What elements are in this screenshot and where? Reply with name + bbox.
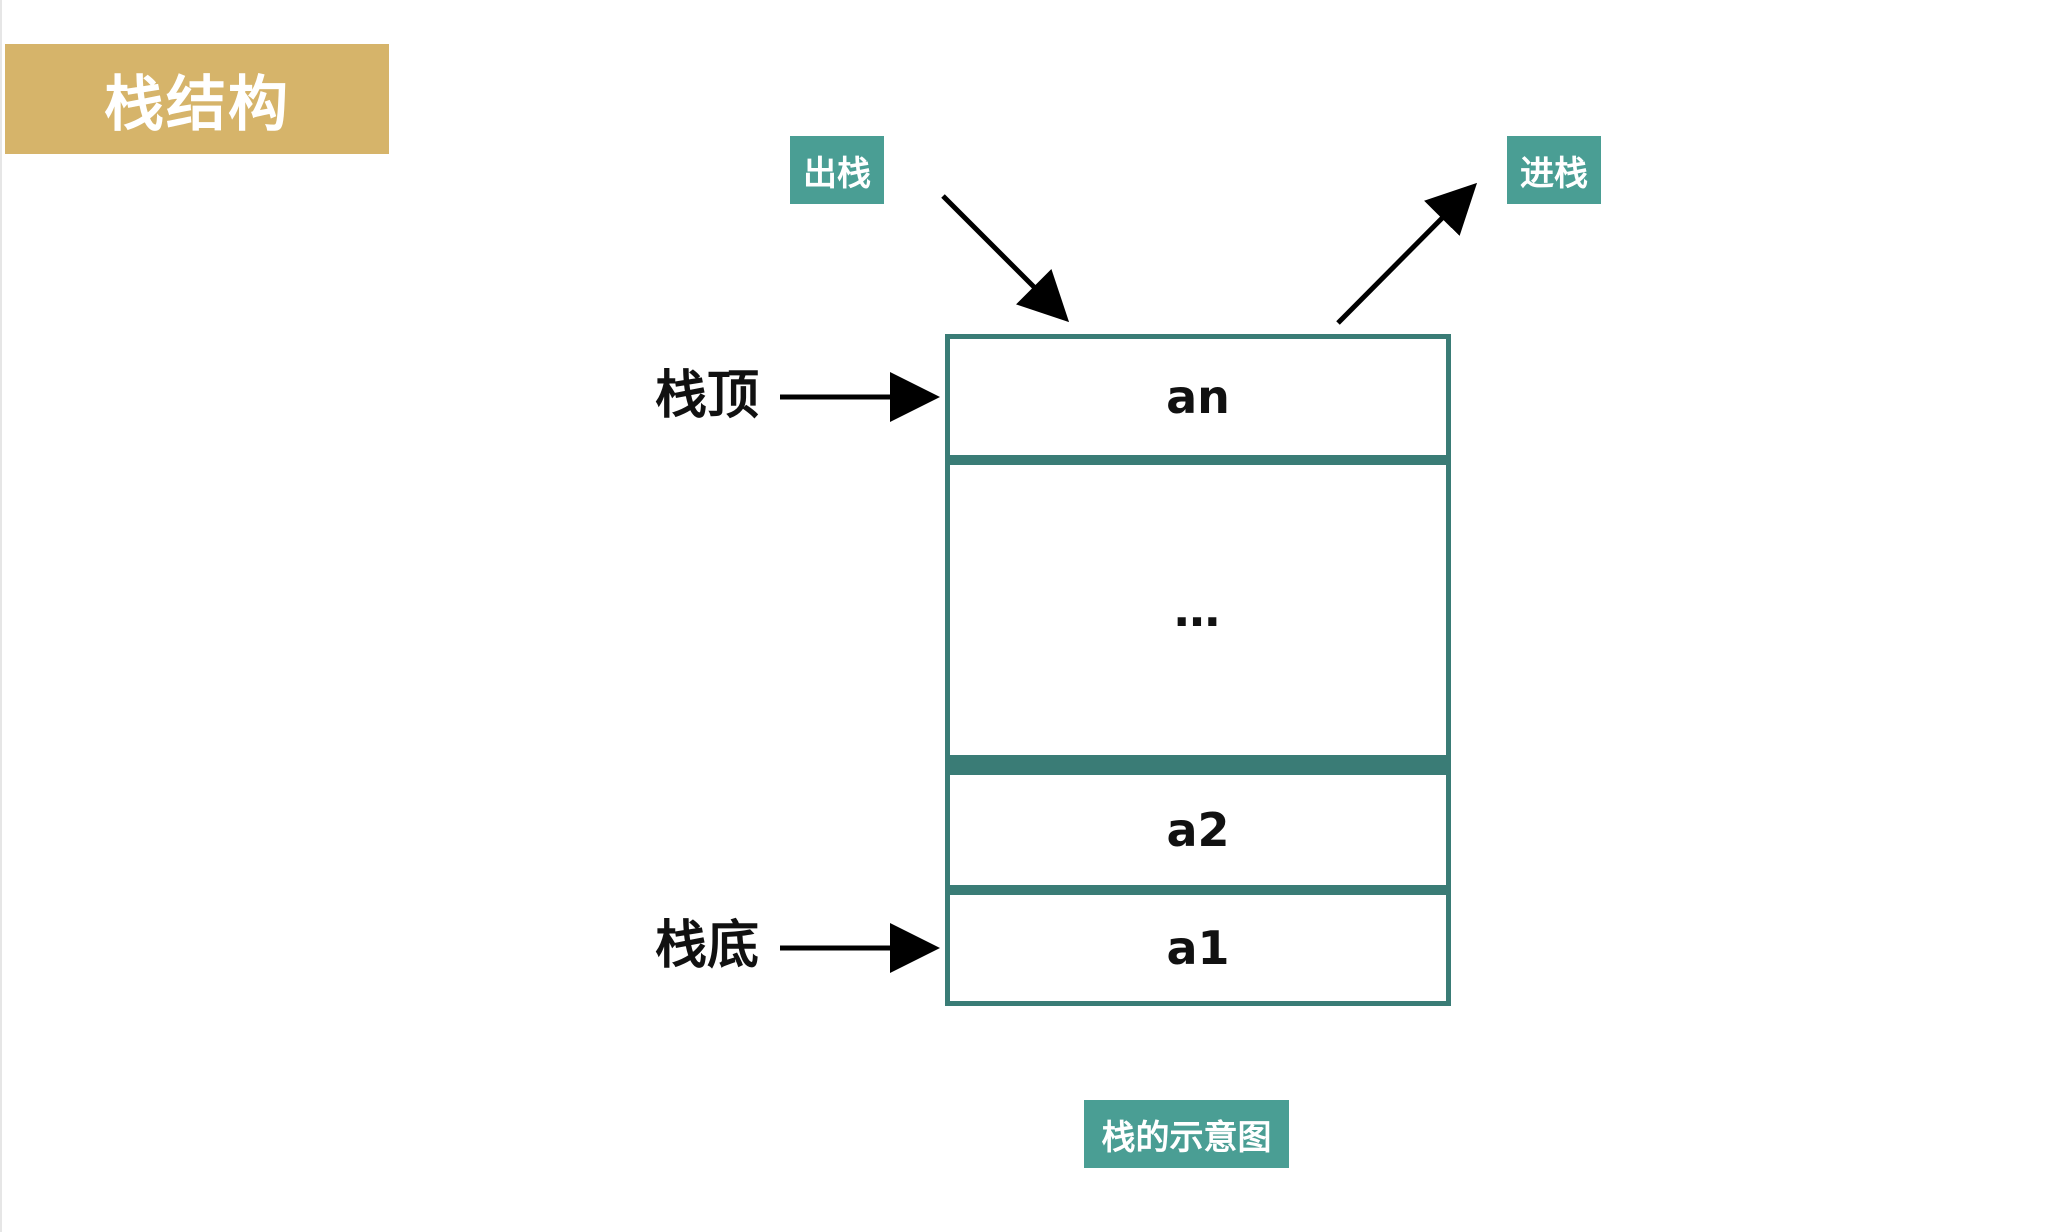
diagram-caption: 栈的示意图	[1084, 1100, 1289, 1168]
stack-divider	[950, 755, 1446, 775]
pop-arrow	[941, 194, 1070, 323]
stack-cell-second: a2	[1166, 803, 1230, 857]
stack-divider	[950, 885, 1446, 895]
stack-cell-bottom: a1	[1166, 921, 1230, 975]
push-arrow	[1336, 182, 1478, 325]
page-title: 栈结构	[5, 44, 389, 154]
page-left-edge	[0, 0, 2, 1232]
stack-cell-top: an	[1166, 370, 1230, 424]
stack-bottom-label: 栈底	[655, 916, 760, 976]
push-tag: 进栈	[1507, 136, 1601, 204]
stack-cell-ellipsis: …	[1174, 583, 1222, 637]
stack-divider	[950, 455, 1446, 465]
stack-top-label: 栈顶	[655, 366, 760, 426]
stack-box: an … a2 a1	[945, 334, 1451, 1006]
pop-tag: 出栈	[790, 136, 884, 204]
